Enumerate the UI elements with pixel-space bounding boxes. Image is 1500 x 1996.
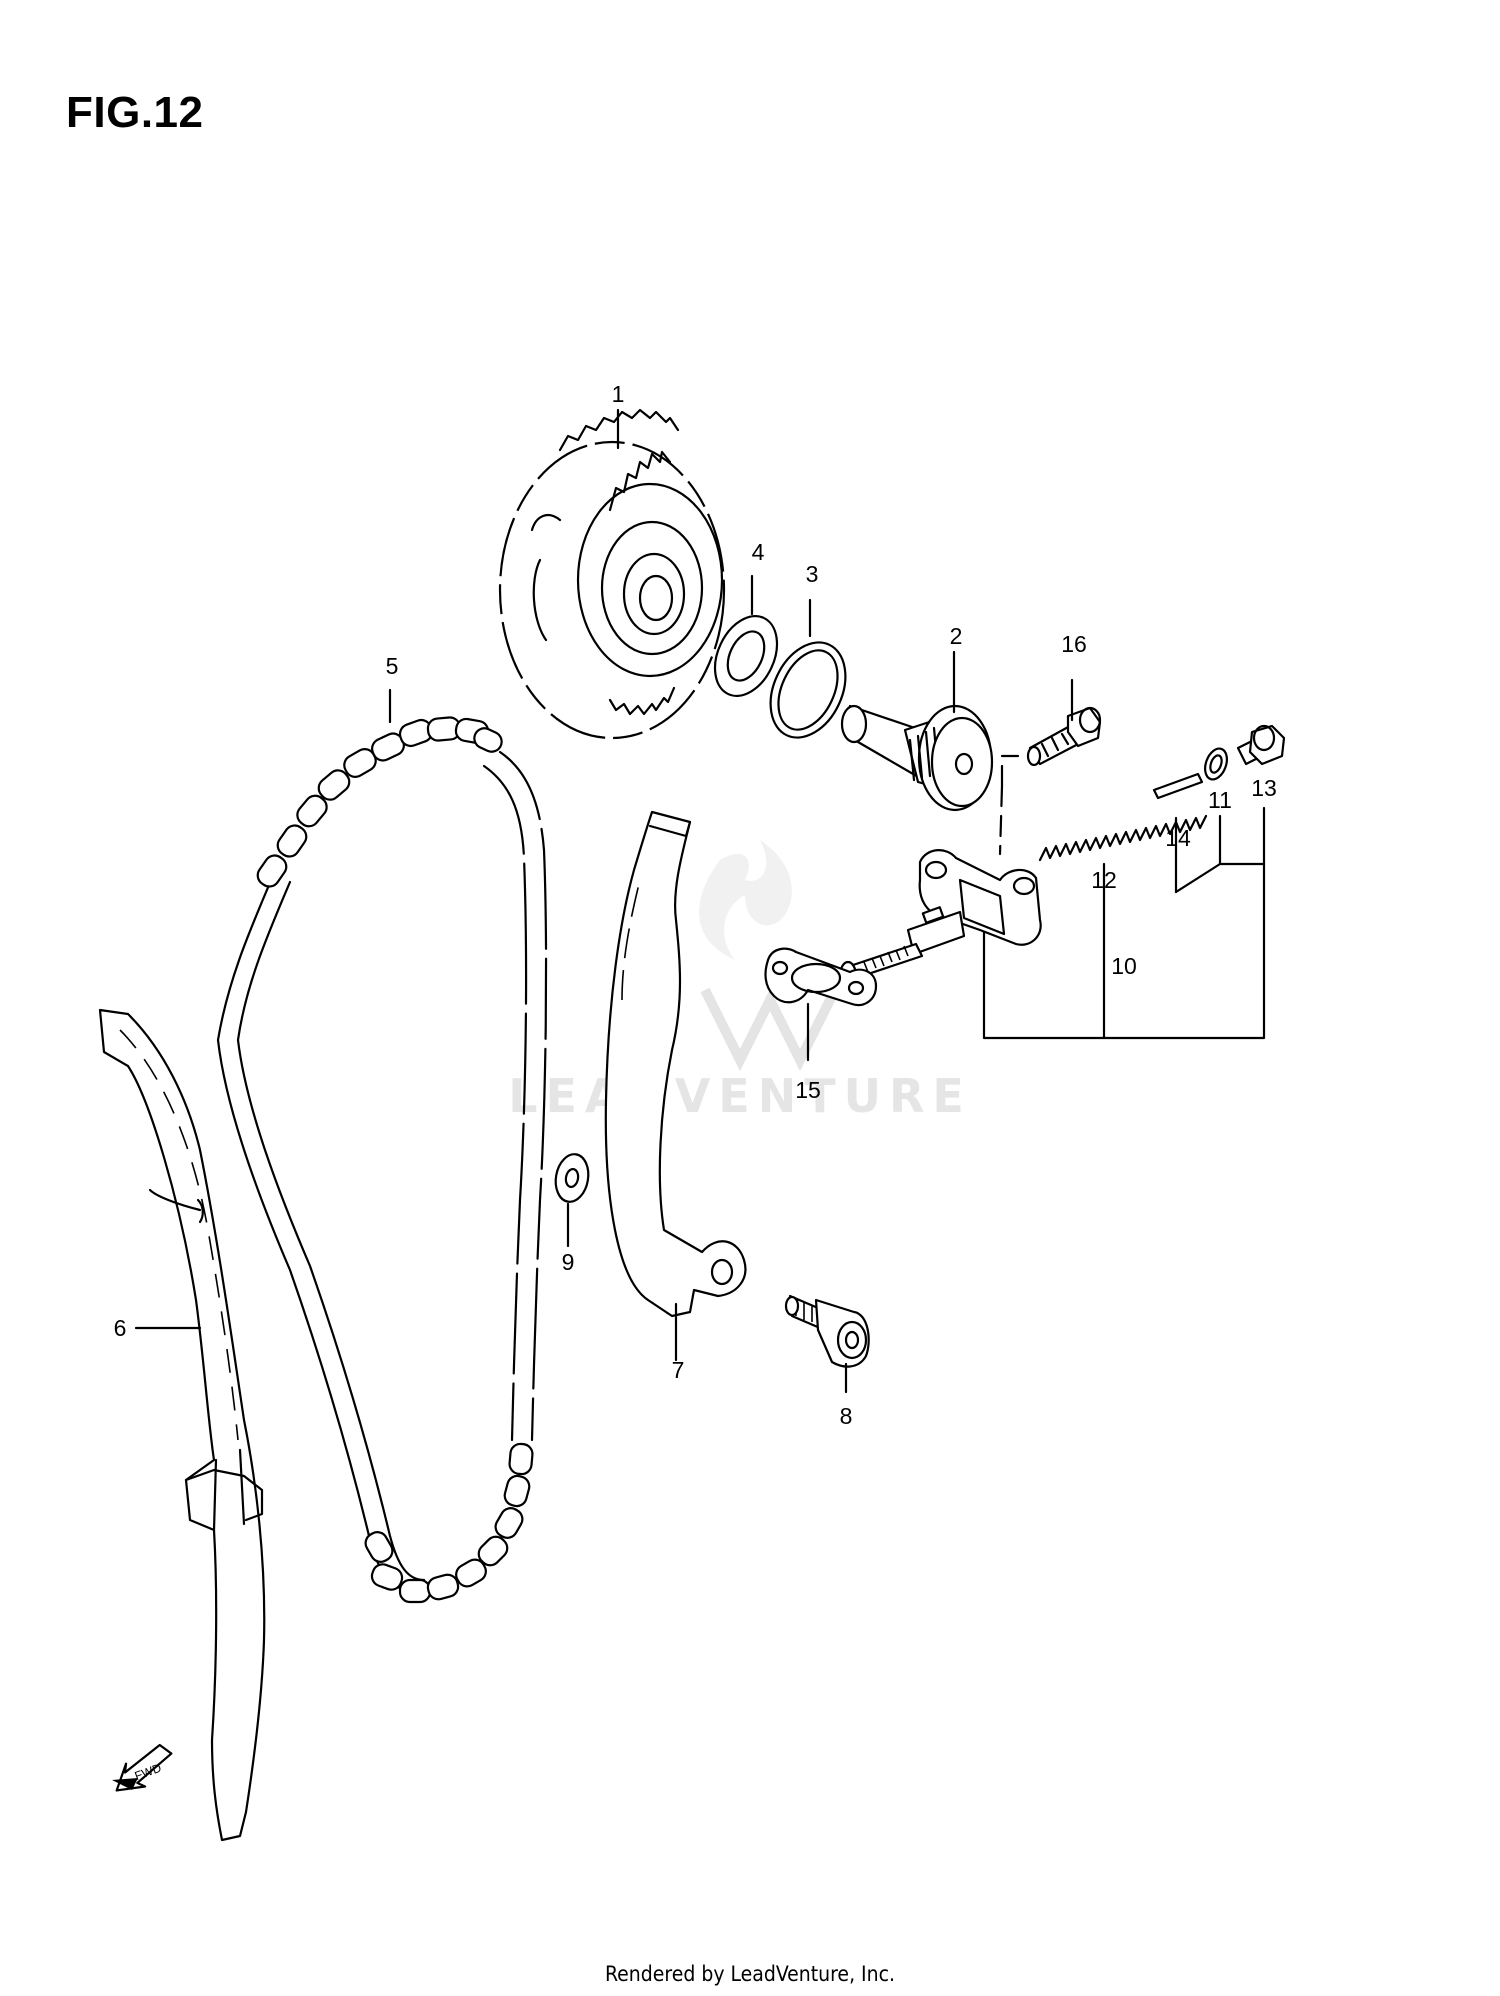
callout-11: 11 — [1208, 787, 1232, 813]
callout-13: 13 — [1251, 775, 1277, 801]
figure-title: FIG.12 — [66, 88, 204, 137]
idle-gear — [498, 408, 726, 740]
callout-10: 10 — [1111, 953, 1137, 979]
callout-2: 2 — [950, 623, 963, 649]
guide-bolt — [784, 1294, 870, 1368]
washer-11 — [1204, 747, 1228, 781]
callout-7: 7 — [672, 1357, 685, 1383]
thrust-washer — [713, 615, 779, 697]
callouts: 1 2 3 4 5 6 7 8 9 10 11 12 13 14 15 16 — [114, 381, 1277, 1429]
callout-15: 15 — [795, 1077, 821, 1103]
push-rod — [1152, 772, 1204, 800]
callout-14: 14 — [1165, 825, 1191, 851]
callout-1: 1 — [612, 381, 625, 407]
tensioner-bolt — [1026, 706, 1102, 767]
callout-12: 12 — [1091, 867, 1117, 893]
watermark: LEADVENTURE — [508, 840, 972, 1123]
callout-5: 5 — [386, 653, 399, 679]
cam-chain — [216, 716, 548, 1604]
footer-credit: Rendered by LeadVenture, Inc. — [605, 1962, 895, 1986]
guide-washer — [554, 1153, 590, 1203]
tensioner-gasket — [764, 947, 878, 1007]
callout-4: 4 — [752, 539, 765, 565]
watermark-text: LEADVENTURE — [508, 1069, 972, 1123]
callout-3: 3 — [806, 561, 819, 587]
callout-9: 9 — [562, 1249, 575, 1275]
chain-guide-rear — [604, 810, 747, 1318]
flame-logo-icon — [699, 840, 840, 1072]
fwd-arrow-icon: FWD — [112, 1743, 173, 1792]
callout-16: 16 — [1061, 631, 1087, 657]
o-ring — [769, 641, 847, 739]
callout-8: 8 — [840, 1403, 853, 1429]
tensioner-spring — [1038, 814, 1208, 862]
leader-lines — [134, 408, 1266, 1394]
callout-6: 6 — [114, 1315, 127, 1341]
chain-tensioner — [838, 849, 1042, 992]
cap-bolt — [1236, 724, 1286, 766]
idle-gear-shaft — [840, 704, 994, 812]
